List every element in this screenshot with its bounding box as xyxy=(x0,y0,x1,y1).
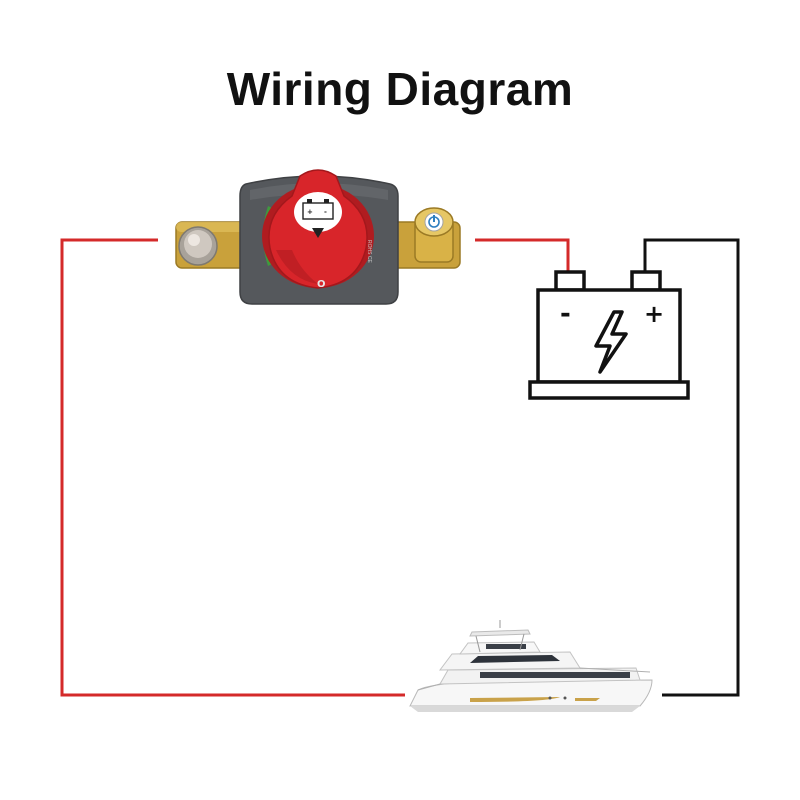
svg-text:ROHS CE: ROHS CE xyxy=(366,240,372,263)
switch-knob: + - xyxy=(268,169,368,289)
yacht-image xyxy=(409,620,653,712)
off-marking: O xyxy=(317,279,326,290)
battery-glyph-icon: + - xyxy=(302,199,334,220)
svg-text:+: + xyxy=(307,208,313,216)
battery-switch: + - O ROHS CE xyxy=(175,169,461,305)
page-title: Wiring Diagram xyxy=(226,63,574,115)
red-wire xyxy=(60,238,570,697)
left-terminal-bolt xyxy=(178,226,218,266)
battery-positive-label: + xyxy=(644,300,664,328)
battery-negative-label: - xyxy=(560,299,571,329)
lightning-bolt-icon xyxy=(594,310,628,374)
battery: - + xyxy=(528,270,690,400)
svg-text:-: - xyxy=(324,208,327,216)
pointer-triangle-icon xyxy=(312,228,324,238)
black-wire xyxy=(643,238,740,697)
right-terminal-post xyxy=(414,207,454,263)
